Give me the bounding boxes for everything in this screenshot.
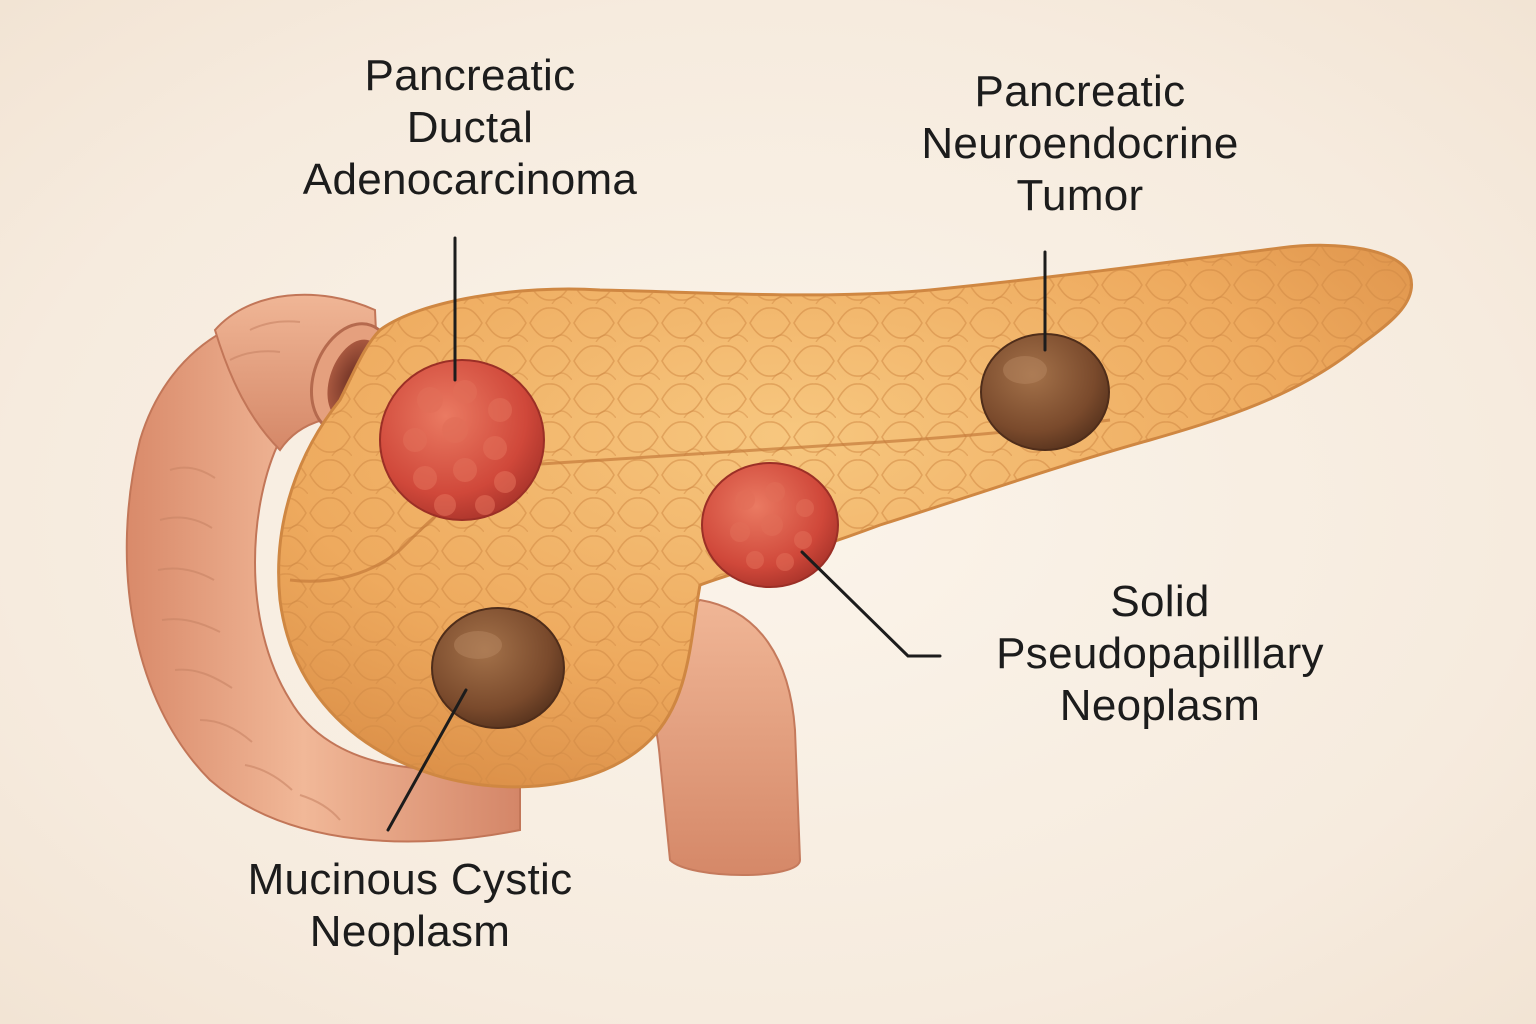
label-line: Ductal xyxy=(406,103,534,152)
leader-line-mcn xyxy=(386,688,468,832)
label-line: Neoplasm xyxy=(1059,681,1261,730)
label-line: Neoplasm xyxy=(309,907,511,956)
label-line: Neuroendocrine xyxy=(921,119,1239,168)
label-line: Pancreatic xyxy=(974,67,1186,116)
label-line: Tumor xyxy=(1016,171,1144,220)
label-mucinous-cystic-neoplasm: Mucinous Cystic Neoplasm xyxy=(190,854,630,958)
leader-line-spn xyxy=(800,550,942,658)
tumor-pnet xyxy=(980,333,1110,451)
label-line: Pancreatic xyxy=(364,51,576,100)
label-solid-pseudopapillary-neoplasm: Solid Pseudopapilllary Neoplasm xyxy=(940,576,1380,732)
label-line: Adenocarcinoma xyxy=(302,155,638,204)
label-pancreatic-neuroendocrine-tumor: Pancreatic Neuroendocrine Tumor xyxy=(860,66,1300,222)
label-line: Pseudopapilllary xyxy=(996,629,1324,678)
label-pancreatic-ductal-adenocarcinoma: Pancreatic Ductal Adenocarcinoma xyxy=(250,50,690,206)
tumor-mcn xyxy=(431,607,565,729)
label-line: Mucinous Cystic xyxy=(247,855,573,904)
label-line: Solid xyxy=(1110,577,1210,626)
tumor-pdac xyxy=(379,359,545,521)
